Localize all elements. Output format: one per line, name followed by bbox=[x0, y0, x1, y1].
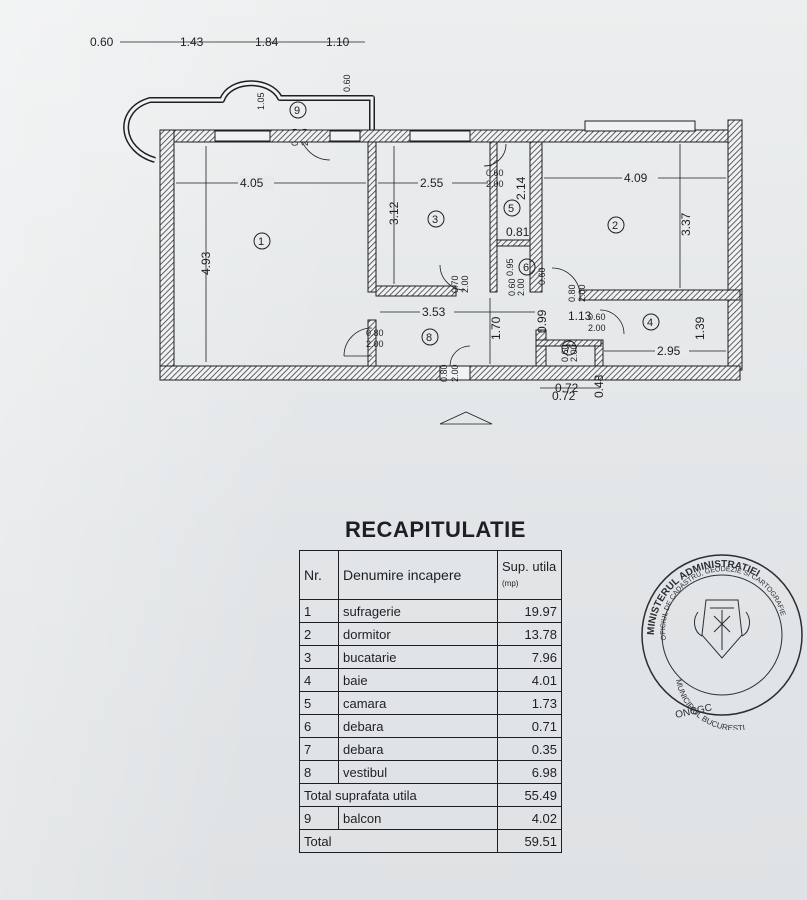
top-dim-1: 0.60 bbox=[90, 35, 114, 49]
svg-text:2.00: 2.00 bbox=[577, 284, 587, 302]
room8-height: 1.70 bbox=[489, 316, 503, 340]
entrance-marker bbox=[439, 411, 493, 425]
balcony-dim-1: 1.05 bbox=[256, 92, 266, 110]
recap-header-row: Nr. Denumire incapere Sup. utila (mp) bbox=[299, 550, 562, 600]
door-2: 0.70 2.00 bbox=[439, 264, 470, 293]
room-label-6: 6 bbox=[523, 262, 529, 274]
room8-width: 3.53 bbox=[422, 305, 446, 319]
total-util-value: 55.49 bbox=[497, 783, 562, 807]
total-util-label: Total suprafata utila bbox=[299, 783, 498, 807]
doors: 0.60 2.00 0.70 2.00 0.80 2.00 0.60 2.00 … bbox=[343, 143, 625, 382]
room-label-1: 1 bbox=[258, 236, 264, 248]
room-label-3: 3 bbox=[432, 214, 438, 226]
room4-height: 1.39 bbox=[693, 316, 707, 340]
svg-text:2.00: 2.00 bbox=[569, 344, 579, 362]
room3-height: 3.12 bbox=[387, 201, 401, 225]
stamp-emblem bbox=[694, 599, 750, 659]
outer-walls bbox=[159, 119, 743, 381]
balcony-label-circle bbox=[289, 101, 307, 119]
svg-text:0.70: 0.70 bbox=[450, 275, 460, 293]
svg-text:0.60: 0.60 bbox=[560, 344, 570, 362]
floor-plan: 0.60 1.43 1.84 1.10 9 1.05 0.60 0.80 2.0… bbox=[90, 35, 743, 425]
room-label-7: 7 bbox=[565, 343, 571, 355]
bottom-marks: 0.72 bbox=[439, 387, 600, 425]
top-dimension-line: 0.60 1.43 1.84 1.10 bbox=[90, 35, 365, 49]
window bbox=[584, 120, 696, 132]
room1-width: 4.05 bbox=[240, 176, 264, 190]
svg-text:0.60: 0.60 bbox=[486, 168, 504, 178]
total-row: Total 59.51 bbox=[299, 829, 562, 853]
svg-text:2.00: 2.00 bbox=[486, 179, 504, 189]
total-value: 59.51 bbox=[497, 829, 562, 853]
top-dim-3: 1.84 bbox=[255, 35, 279, 49]
window bbox=[214, 130, 271, 142]
room6-height: 0.95 bbox=[505, 258, 515, 276]
room2-width: 4.09 bbox=[624, 171, 648, 185]
svg-text:0.80: 0.80 bbox=[567, 284, 577, 302]
room-label-2: 2 bbox=[612, 220, 618, 232]
room-label-4: 4 bbox=[647, 317, 653, 329]
balcony-label: 9 bbox=[294, 105, 300, 117]
svg-text:2.00: 2.00 bbox=[450, 364, 460, 382]
top-dim-4: 1.10 bbox=[326, 35, 350, 49]
col-header-sup: Sup. utila (mp) bbox=[497, 550, 562, 600]
svg-text:2.00: 2.00 bbox=[588, 323, 606, 333]
room-dimensions: 4.05 4.93 4.09 3.37 2.55 3.12 2.95 1.39 … bbox=[176, 144, 726, 398]
svg-text:0.60: 0.60 bbox=[588, 312, 606, 322]
room5-width: 0.81 bbox=[506, 225, 530, 239]
door-7: 0.60 2.00 bbox=[588, 309, 625, 335]
room7-height: 0.99 bbox=[535, 309, 549, 333]
interior-walls bbox=[367, 141, 741, 381]
recap-title: RECAPITULATIE bbox=[345, 517, 526, 542]
room1-height: 4.93 bbox=[199, 251, 213, 275]
door-3: 0.80 2.00 bbox=[343, 327, 384, 357]
extra-dim-2: 0.48 bbox=[592, 374, 606, 398]
room-labels: 1 2 3 4 5 6 7 8 bbox=[253, 199, 660, 356]
svg-text:0.80: 0.80 bbox=[366, 328, 384, 338]
svg-text:2.00: 2.00 bbox=[366, 339, 384, 349]
room-label-5: 5 bbox=[508, 203, 514, 215]
room-label-8: 8 bbox=[426, 332, 432, 344]
window bbox=[409, 130, 471, 142]
extra-dim-1: 1.13 bbox=[568, 309, 592, 323]
top-dim-2: 1.43 bbox=[180, 35, 204, 49]
room2-height: 3.37 bbox=[679, 212, 693, 236]
door-1: 0.60 2.00 bbox=[483, 143, 507, 189]
svg-text:0.60: 0.60 bbox=[507, 278, 517, 296]
balcony-row: 9 balcon 4.02 bbox=[299, 806, 562, 830]
door-6: 0.80 2.00 bbox=[439, 345, 471, 382]
extra-dim-3: 0.72 bbox=[552, 389, 576, 403]
official-stamp: MINISTERUL ADMINISTRATIEI OFICIUL DE CAD… bbox=[641, 554, 803, 730]
room5-height: 2.14 bbox=[514, 176, 528, 200]
svg-text:2.00: 2.00 bbox=[460, 275, 470, 293]
svg-text:0.80: 0.80 bbox=[439, 364, 449, 382]
door-5: 0.80 2.00 bbox=[551, 267, 587, 302]
door-4: 0.60 2.00 bbox=[507, 278, 526, 296]
total-util-row: Total suprafata utila 55.49 bbox=[299, 783, 562, 807]
door-8: 0.60 2.00 bbox=[560, 344, 579, 362]
unit-label: (mp) bbox=[502, 579, 519, 588]
room4-width: 2.95 bbox=[657, 344, 681, 358]
total-label: Total bbox=[299, 829, 498, 853]
col-header-nr: Nr. bbox=[299, 550, 339, 600]
svg-text:2.00: 2.00 bbox=[516, 278, 526, 296]
col-header-name: Denumire incapere bbox=[338, 550, 498, 600]
room3-width: 2.55 bbox=[420, 176, 444, 190]
balcony-dim-2: 0.60 bbox=[342, 74, 352, 92]
room6-width: 0.60 bbox=[537, 267, 547, 285]
